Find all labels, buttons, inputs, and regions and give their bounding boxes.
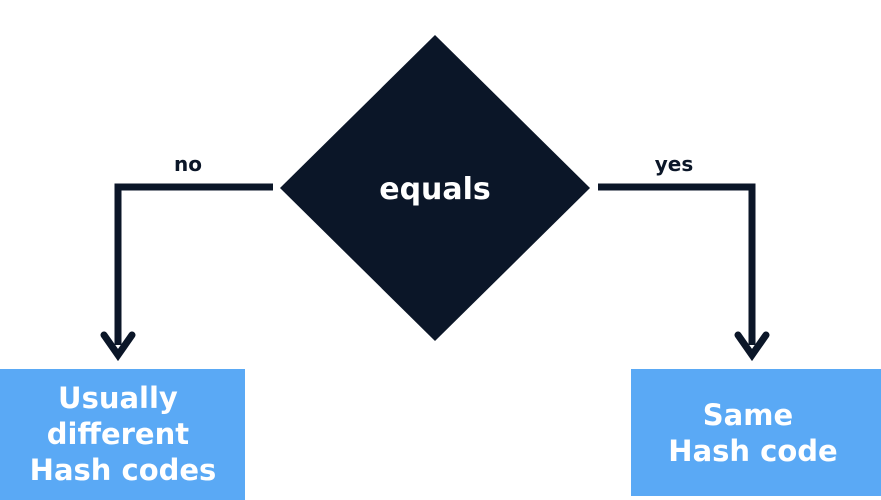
right-outcome-line-2: Hash code xyxy=(668,434,837,468)
left-outcome-line-2: different xyxy=(47,417,189,451)
yes-branch-label: yes xyxy=(655,152,694,176)
right-outcome-line-1: Same xyxy=(703,398,793,432)
no-branch-arrowhead xyxy=(100,331,136,362)
left-outcome-box xyxy=(0,369,245,500)
decision-diamond xyxy=(280,35,590,341)
yes-branch-arrowhead xyxy=(734,331,770,362)
right-outcome-box xyxy=(631,369,881,496)
no-branch-connector xyxy=(114,183,273,345)
yes-branch-connector xyxy=(598,183,756,345)
left-outcome-line-1: Usually xyxy=(58,381,178,415)
left-outcome-label: Usually different Hash codes xyxy=(30,381,217,487)
no-branch-label: no xyxy=(174,152,202,176)
right-outcome-label: Same Hash code xyxy=(668,398,837,468)
decision-label: equals xyxy=(379,172,491,207)
left-outcome-line-3: Hash codes xyxy=(30,453,217,487)
